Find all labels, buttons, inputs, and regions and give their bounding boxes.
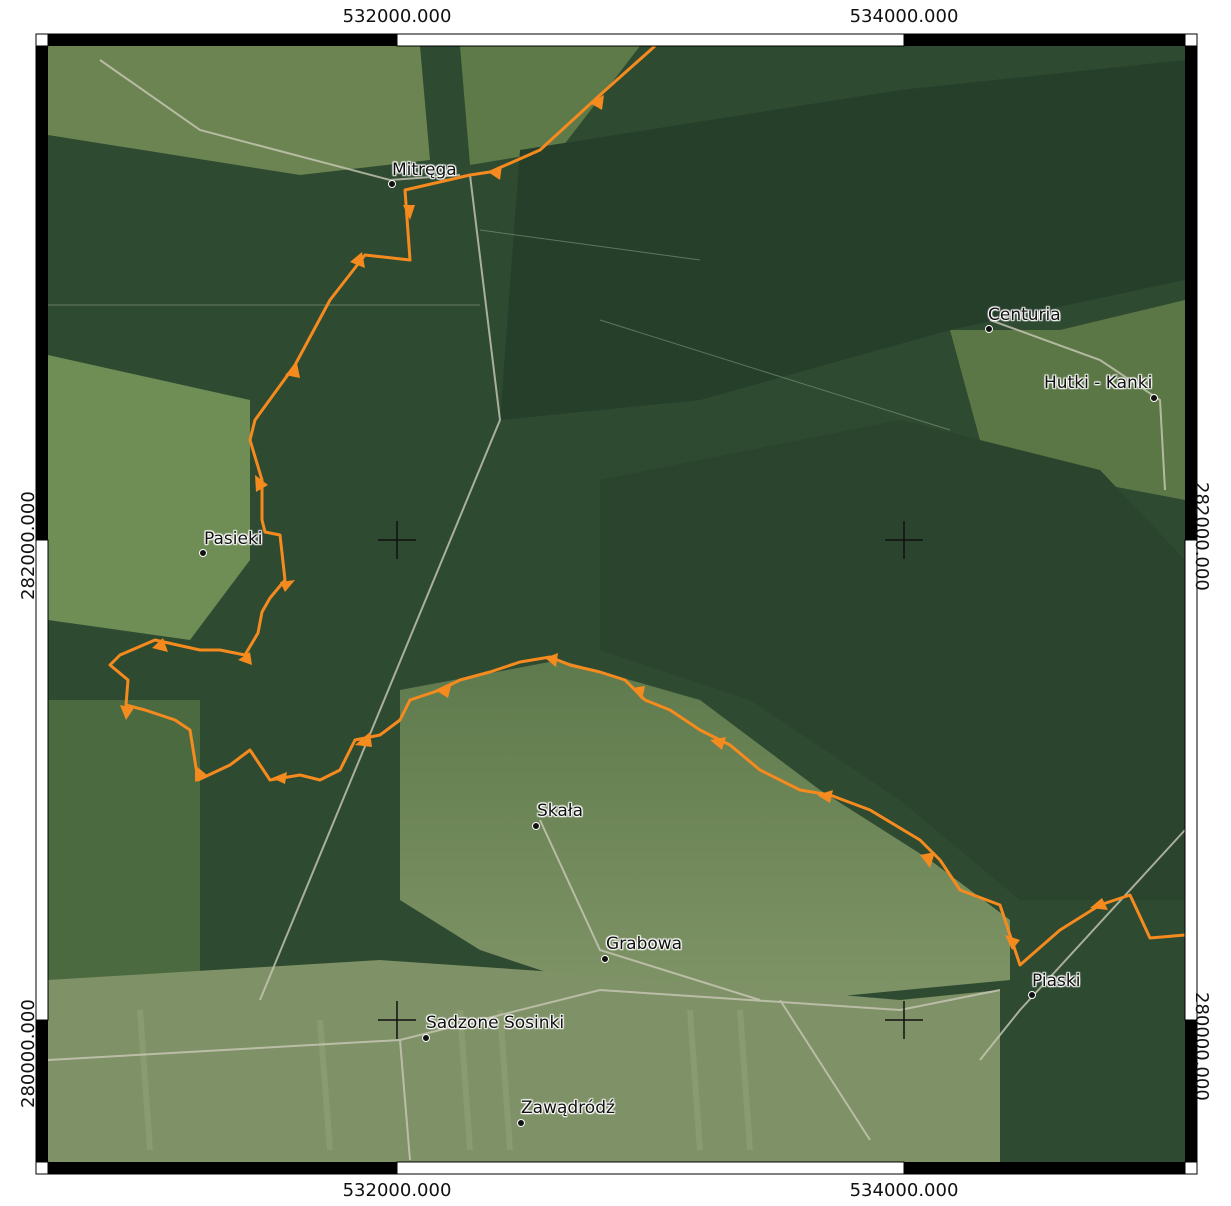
- place-dot-sadzone-sosinki: [422, 1034, 430, 1042]
- place-label-zawadrodz: Zawądródź: [521, 1098, 615, 1118]
- grid-label-top-x2: 534000.000: [849, 6, 959, 27]
- place-label-mitrega: Mitręga: [392, 160, 457, 180]
- place-dot-pasieki: [199, 549, 207, 557]
- place-dot-skala: [532, 822, 540, 830]
- place-label-sadzone-sosinki: Sadzone Sosinki: [426, 1013, 565, 1033]
- place-label-skala: Skała: [537, 801, 584, 821]
- place-label-hutki-kanki: Hutki - Kanki: [1044, 373, 1153, 393]
- grid-label-bottom-x1: 532000.000: [342, 1180, 452, 1201]
- place-dot-hutki-kanki: [1150, 394, 1158, 402]
- place-label-grabowa: Grabowa: [606, 934, 683, 954]
- place-dot-centuria: [985, 325, 993, 333]
- place-dot-mitrega: [388, 180, 396, 188]
- trail-route: [108, 44, 1186, 967]
- grid-label-top-x1: 532000.000: [342, 6, 452, 27]
- place-dot-grabowa: [601, 955, 609, 963]
- place-label-pasieki: Pasieki: [204, 529, 263, 549]
- place-label-piaski: Piaski: [1032, 971, 1081, 991]
- grid-label-bottom-x2: 534000.000: [849, 1180, 959, 1201]
- place-dot-zawadrodz: [517, 1119, 525, 1127]
- grid-label-right-y2: 280000.000: [1191, 992, 1212, 1101]
- grid-label-left-y1: 282000.000: [18, 491, 39, 600]
- grid-label-right-y1: 282000.000: [1191, 482, 1212, 591]
- aerial-imagery: [47, 46, 1186, 1162]
- place-label-centuria: Centuria: [988, 305, 1061, 325]
- place-dot-piaski: [1028, 991, 1036, 999]
- grid-crosses: [378, 521, 923, 1039]
- grid-label-left-y2: 280000.000: [18, 999, 39, 1108]
- map-border: [35, 33, 1198, 1175]
